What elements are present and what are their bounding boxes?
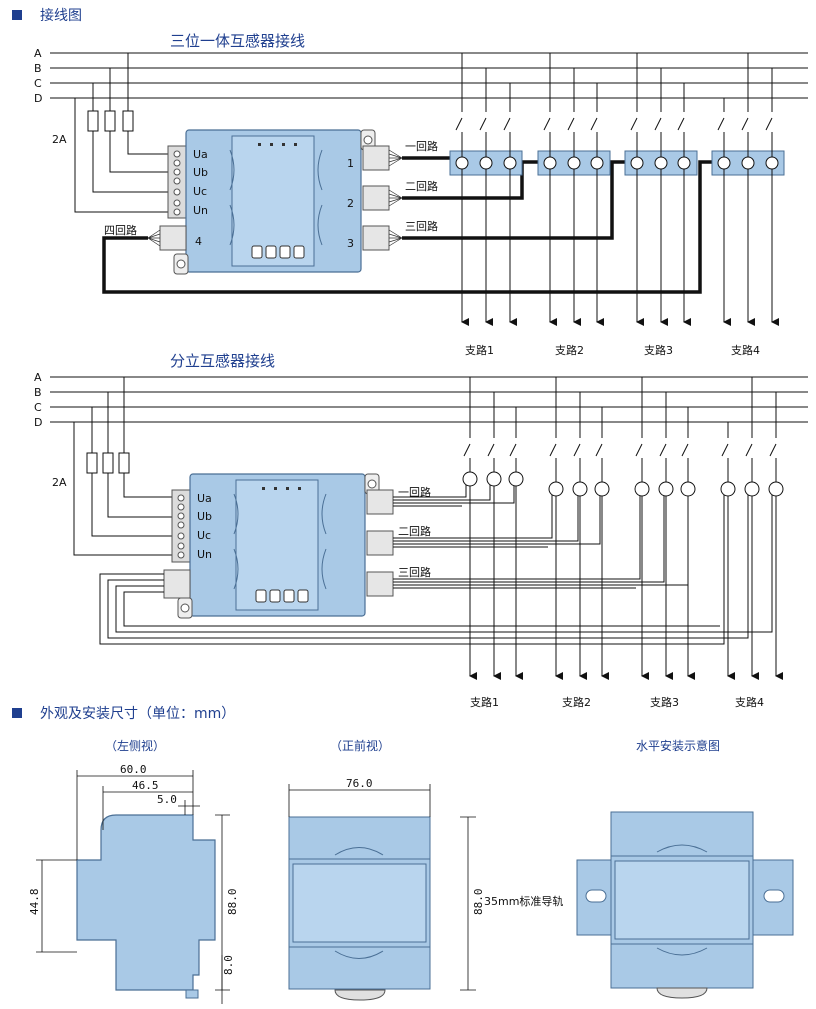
dim-label: 44.8 [28,889,41,916]
phase-label: D [34,92,42,105]
section-title-wiring: 接线图 [40,8,82,24]
connector-block [163,489,394,599]
device-integrated [173,129,376,275]
branch-lines [456,53,772,322]
voltage-taps [74,53,168,213]
ct-ring [462,471,784,497]
terminal-label: Uc [197,529,211,542]
device-separate [177,473,380,619]
terminal-label: Ua [197,492,212,505]
diagram2-title: 分立互感器接线 [170,352,276,370]
mount-view [576,811,794,999]
branch-label: 支路2 [562,696,591,709]
dim-label: 46.5 [132,779,159,792]
fuse-icon [87,110,134,132]
fuse-label: 2A [52,476,67,489]
bus-lines [50,376,808,423]
dim-label: 8.0 [222,955,235,975]
front-view-title: （正前视） [330,739,391,753]
dim-label: 88.0 [472,889,485,916]
diagram1: A B C D 2A [34,47,808,357]
fuse-icon [86,452,130,474]
phase-label: A [34,47,42,60]
fuse-label: 2A [52,133,67,146]
side-view: 60.0 46.5 5.0 44.8 88.0 8.0 [28,763,239,1004]
terminal-label: Ub [193,166,208,179]
branch-label: 支路3 [650,696,679,709]
loop-cable [99,480,773,645]
bus-lines [50,52,808,99]
phase-label: D [34,416,42,429]
loop-label: 一回路 [405,140,438,153]
diagram2: A B C D 2A [34,371,808,709]
phase-label: B [34,386,42,399]
branch-label: 支路4 [735,696,764,709]
section-bullet [12,10,22,20]
branch-label: 支路3 [644,344,673,357]
terminal-label: Ua [193,148,208,161]
phase-label: A [34,371,42,384]
section-bullet [12,708,22,718]
port-label: 4 [195,235,202,248]
terminal-label: Un [193,204,208,217]
loop-label: 一回路 [398,486,431,499]
mount-view-title: 水平安装示意图 [636,739,721,753]
branch-label: 支路4 [731,344,760,357]
front-view: 76.0 88.0 35mm标准导轨 [288,777,563,1001]
phase-label: C [34,77,42,90]
branch-label: 支路1 [470,696,499,709]
dim-label: 88.0 [226,889,239,916]
voltage-taps [73,377,172,556]
rail-label: 35mm标准导轨 [484,894,563,908]
diagram1-title: 三位一体互感器接线 [170,32,306,50]
dim-label: 60.0 [120,763,147,776]
loop-label: 二回路 [398,525,431,538]
loop-label: 四回路 [104,224,137,237]
connector-block [159,145,390,251]
loop-label: 二回路 [405,180,438,193]
dim-label: 76.0 [346,777,373,790]
terminal-label: Un [197,548,212,561]
terminal-label: Ub [197,510,212,523]
loop-label: 三回路 [405,220,438,233]
phase-label: C [34,401,42,414]
phase-label: B [34,62,42,75]
loop-label: 三回路 [398,566,431,579]
dim-label: 5.0 [157,793,177,806]
terminal-label: Uc [193,185,207,198]
port-label: 3 [347,237,354,250]
section-title-dimensions: 外观及安装尺寸（单位：mm） [40,706,236,722]
branch-label: 支路1 [465,344,494,357]
branch-label: 支路2 [555,344,584,357]
port-label: 2 [347,197,354,210]
side-view-title: （左侧视） [105,739,166,753]
port-label: 1 [347,157,354,170]
